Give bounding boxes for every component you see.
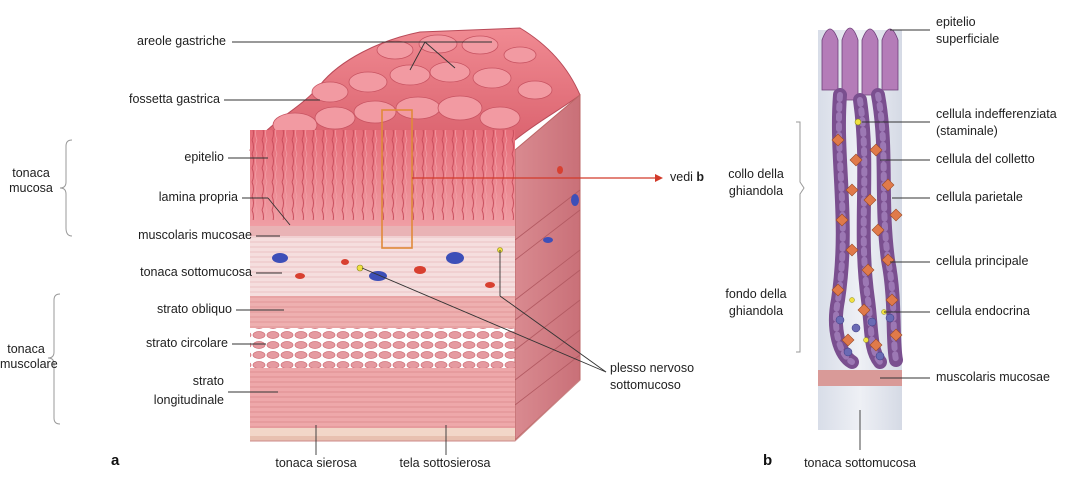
label-tonaca-sierosa: tonaca sierosa <box>256 456 376 471</box>
label-muscolaris-mucosae: muscolaris mucosae <box>76 228 252 243</box>
label-plesso-nervoso: plesso nervoso sottomucoso <box>610 360 740 394</box>
label-cellula-endocrina: cellula endocrina <box>936 304 1030 319</box>
panel-letter-a: a <box>111 452 119 469</box>
circular-layer <box>250 328 515 368</box>
label-tonaca-sottomucosa: tonaca sottomucosa <box>60 265 252 280</box>
label-b-tonaca-sottomucosa: tonaca sottomucosa <box>790 456 930 471</box>
label-cellula-principale: cellula principale <box>936 254 1028 269</box>
label-lamina-propria: lamina propria <box>100 190 238 205</box>
braces-b <box>796 122 804 352</box>
label-tela-sottosierosa: tela sottosierosa <box>380 456 510 471</box>
vedi-ref: b <box>696 170 704 184</box>
label-tonaca-mucosa: tonaca mucosa <box>6 166 56 196</box>
label-cellula-colletto: cellula del colletto <box>936 152 1035 167</box>
label-collo-ghiandola: collo della ghiandola <box>718 166 794 200</box>
label-vedi: vedi b <box>670 170 704 185</box>
serosa-layer <box>250 436 515 441</box>
oblique-fibers <box>250 296 515 328</box>
panel-letter-b: b <box>763 452 772 469</box>
label-strato-circolare: strato circolare <box>90 336 228 351</box>
label-epitelio: epitelio <box>100 150 224 165</box>
stem-cell <box>855 119 861 125</box>
side-face <box>515 95 580 440</box>
label-strato-longitudinale: strato longitudinale <box>100 372 224 410</box>
label-cellula-parietale: cellula parietale <box>936 190 1023 205</box>
vedi-text: vedi <box>670 170 693 184</box>
label-strato-obliquo: strato obliquo <box>90 302 232 317</box>
label-cellula-indifferenziata: cellula indefferenziata (staminale) <box>936 106 1057 140</box>
label-epitelio-superficiale: epitelio superficiale <box>936 14 999 48</box>
label-fondo-ghiandola: fondo della ghiandola <box>718 286 794 320</box>
longitudinal-fibers <box>250 368 515 428</box>
panel-b-column <box>818 28 902 430</box>
subserosa-layer <box>250 428 515 436</box>
label-fossetta: fossetta gastrica <box>60 92 220 107</box>
label-areole: areole gastriche <box>70 34 226 49</box>
label-tonaca-muscolare: tonaca muscolare <box>0 342 52 372</box>
panel-a-block <box>250 28 663 441</box>
label-b-muscolaris-mucosae: muscolaris mucosae <box>936 370 1050 385</box>
vedi-arrowhead <box>655 174 663 182</box>
